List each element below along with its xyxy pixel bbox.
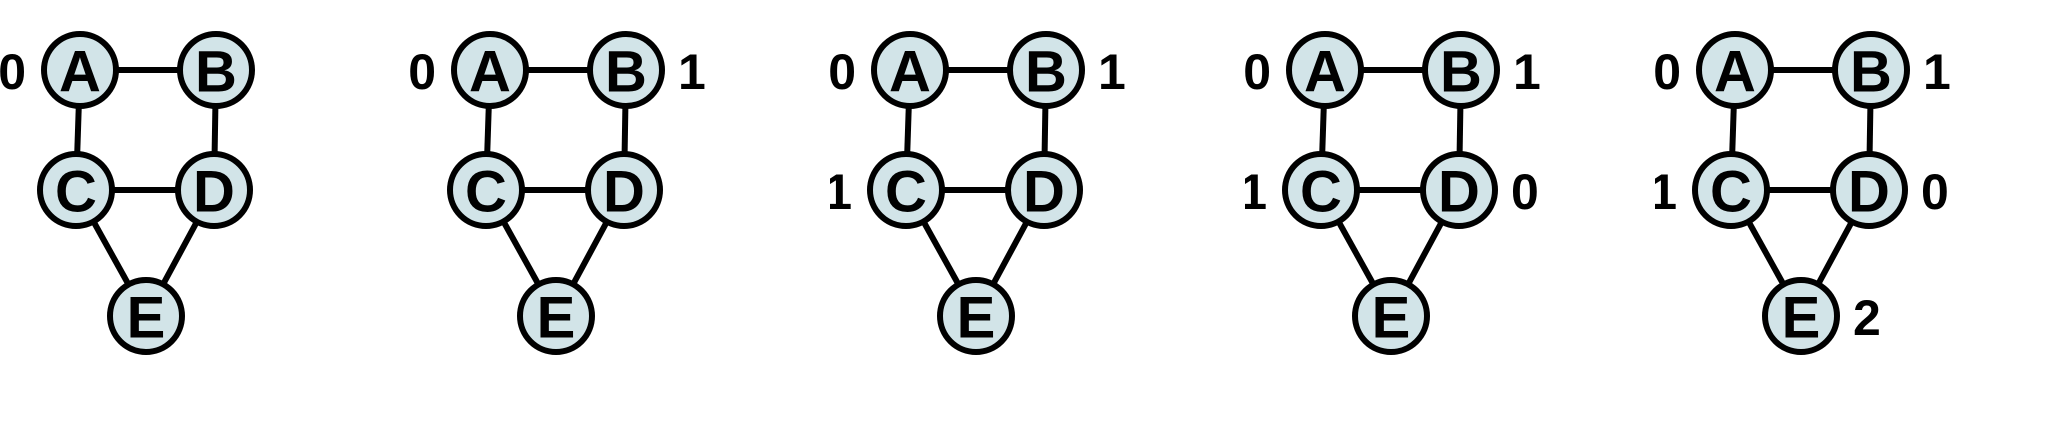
node-label-c: C <box>1300 160 1342 225</box>
distance-label-b: 1 <box>678 44 706 100</box>
distance-label-a: 0 <box>0 44 26 100</box>
distance-label-c: 1 <box>1245 164 1267 220</box>
node-group: A B C DE <box>1282 31 1500 355</box>
distance-label-a: 0 <box>830 44 856 100</box>
node-circle-b[interactable] <box>1007 31 1085 109</box>
node-circle-b[interactable] <box>1832 31 1910 109</box>
node-label-b: B <box>1850 40 1892 105</box>
node-label-a: A <box>469 40 511 105</box>
node-circle-a[interactable] <box>41 31 119 109</box>
node-circle-b[interactable] <box>587 31 665 109</box>
distance-label-c: 1 <box>830 164 852 220</box>
node-circle-c[interactable] <box>37 151 115 229</box>
node-circle-c[interactable] <box>867 151 945 229</box>
graph-canvas: A B C DE 0 <box>0 31 255 355</box>
node-label-c: C <box>465 160 507 225</box>
distance-label-a: 0 <box>1655 44 1681 100</box>
node-circle-e[interactable] <box>937 277 1015 355</box>
node-circle-a[interactable] <box>1696 31 1774 109</box>
node-label-d: D <box>193 160 235 225</box>
node-label-c: C <box>885 160 927 225</box>
node-circle-d[interactable] <box>1420 151 1498 229</box>
node-label-c: C <box>1710 160 1752 225</box>
node-circle-c[interactable] <box>1282 151 1360 229</box>
node-circle-a[interactable] <box>451 31 529 109</box>
distance-label-group: 0 1 1 0 2 <box>1655 44 1951 346</box>
node-label-b: B <box>195 40 237 105</box>
node-circle-b[interactable] <box>177 31 255 109</box>
node-label-d: D <box>1438 160 1480 225</box>
node-group: A B C DE <box>447 31 665 355</box>
distance-label-e: 2 <box>1853 290 1881 346</box>
distance-label-group: 0 1 1 0 <box>1245 44 1541 220</box>
distance-label-b: 1 <box>1098 44 1126 100</box>
node-label-e: E <box>127 286 166 351</box>
distance-label-a: 0 <box>410 44 436 100</box>
node-label-e: E <box>1782 286 1821 351</box>
distance-label-d: 0 <box>1511 164 1539 220</box>
node-label-d: D <box>603 160 645 225</box>
node-label-e: E <box>957 286 996 351</box>
node-circle-e[interactable] <box>1762 277 1840 355</box>
node-label-d: D <box>1023 160 1065 225</box>
node-label-b: B <box>605 40 647 105</box>
node-circle-e[interactable] <box>1352 277 1430 355</box>
node-circle-d[interactable] <box>1005 151 1083 229</box>
node-label-b: B <box>1440 40 1482 105</box>
node-label-c: C <box>55 160 97 225</box>
node-label-a: A <box>1304 40 1346 105</box>
node-group: A B C DE <box>1692 31 1910 355</box>
node-circle-e[interactable] <box>107 277 185 355</box>
node-group: A B C DE <box>37 31 255 355</box>
node-label-e: E <box>1372 286 1411 351</box>
node-circle-c[interactable] <box>447 151 525 229</box>
distance-label-group: 0 1 1 <box>830 44 1126 220</box>
node-circle-c[interactable] <box>1692 151 1770 229</box>
node-label-a: A <box>59 40 101 105</box>
node-label-a: A <box>1714 40 1756 105</box>
node-circle-b[interactable] <box>1422 31 1500 109</box>
distance-label-b: 1 <box>1923 44 1951 100</box>
node-label-d: D <box>1848 160 1890 225</box>
node-circle-a[interactable] <box>871 31 949 109</box>
node-group: A B C DE <box>867 31 1085 355</box>
distance-label-b: 1 <box>1513 44 1541 100</box>
node-label-e: E <box>537 286 576 351</box>
graph-canvas: A B C DE 0 1 1 0 2 <box>1655 31 1951 355</box>
distance-label-group: 0 <box>0 44 26 100</box>
node-label-b: B <box>1025 40 1067 105</box>
graph-canvas: A B C DE 0 1 1 0 <box>1245 31 1541 355</box>
node-circle-d[interactable] <box>585 151 663 229</box>
node-circle-a[interactable] <box>1286 31 1364 109</box>
distance-label-c: 1 <box>1655 164 1677 220</box>
distance-label-a: 0 <box>1245 44 1271 100</box>
node-circle-d[interactable] <box>1830 151 1908 229</box>
node-circle-d[interactable] <box>175 151 253 229</box>
node-circle-e[interactable] <box>517 277 595 355</box>
node-label-a: A <box>889 40 931 105</box>
distance-label-d: 0 <box>1921 164 1949 220</box>
graph-canvas: A B C DE 0 1 1 <box>830 31 1126 355</box>
